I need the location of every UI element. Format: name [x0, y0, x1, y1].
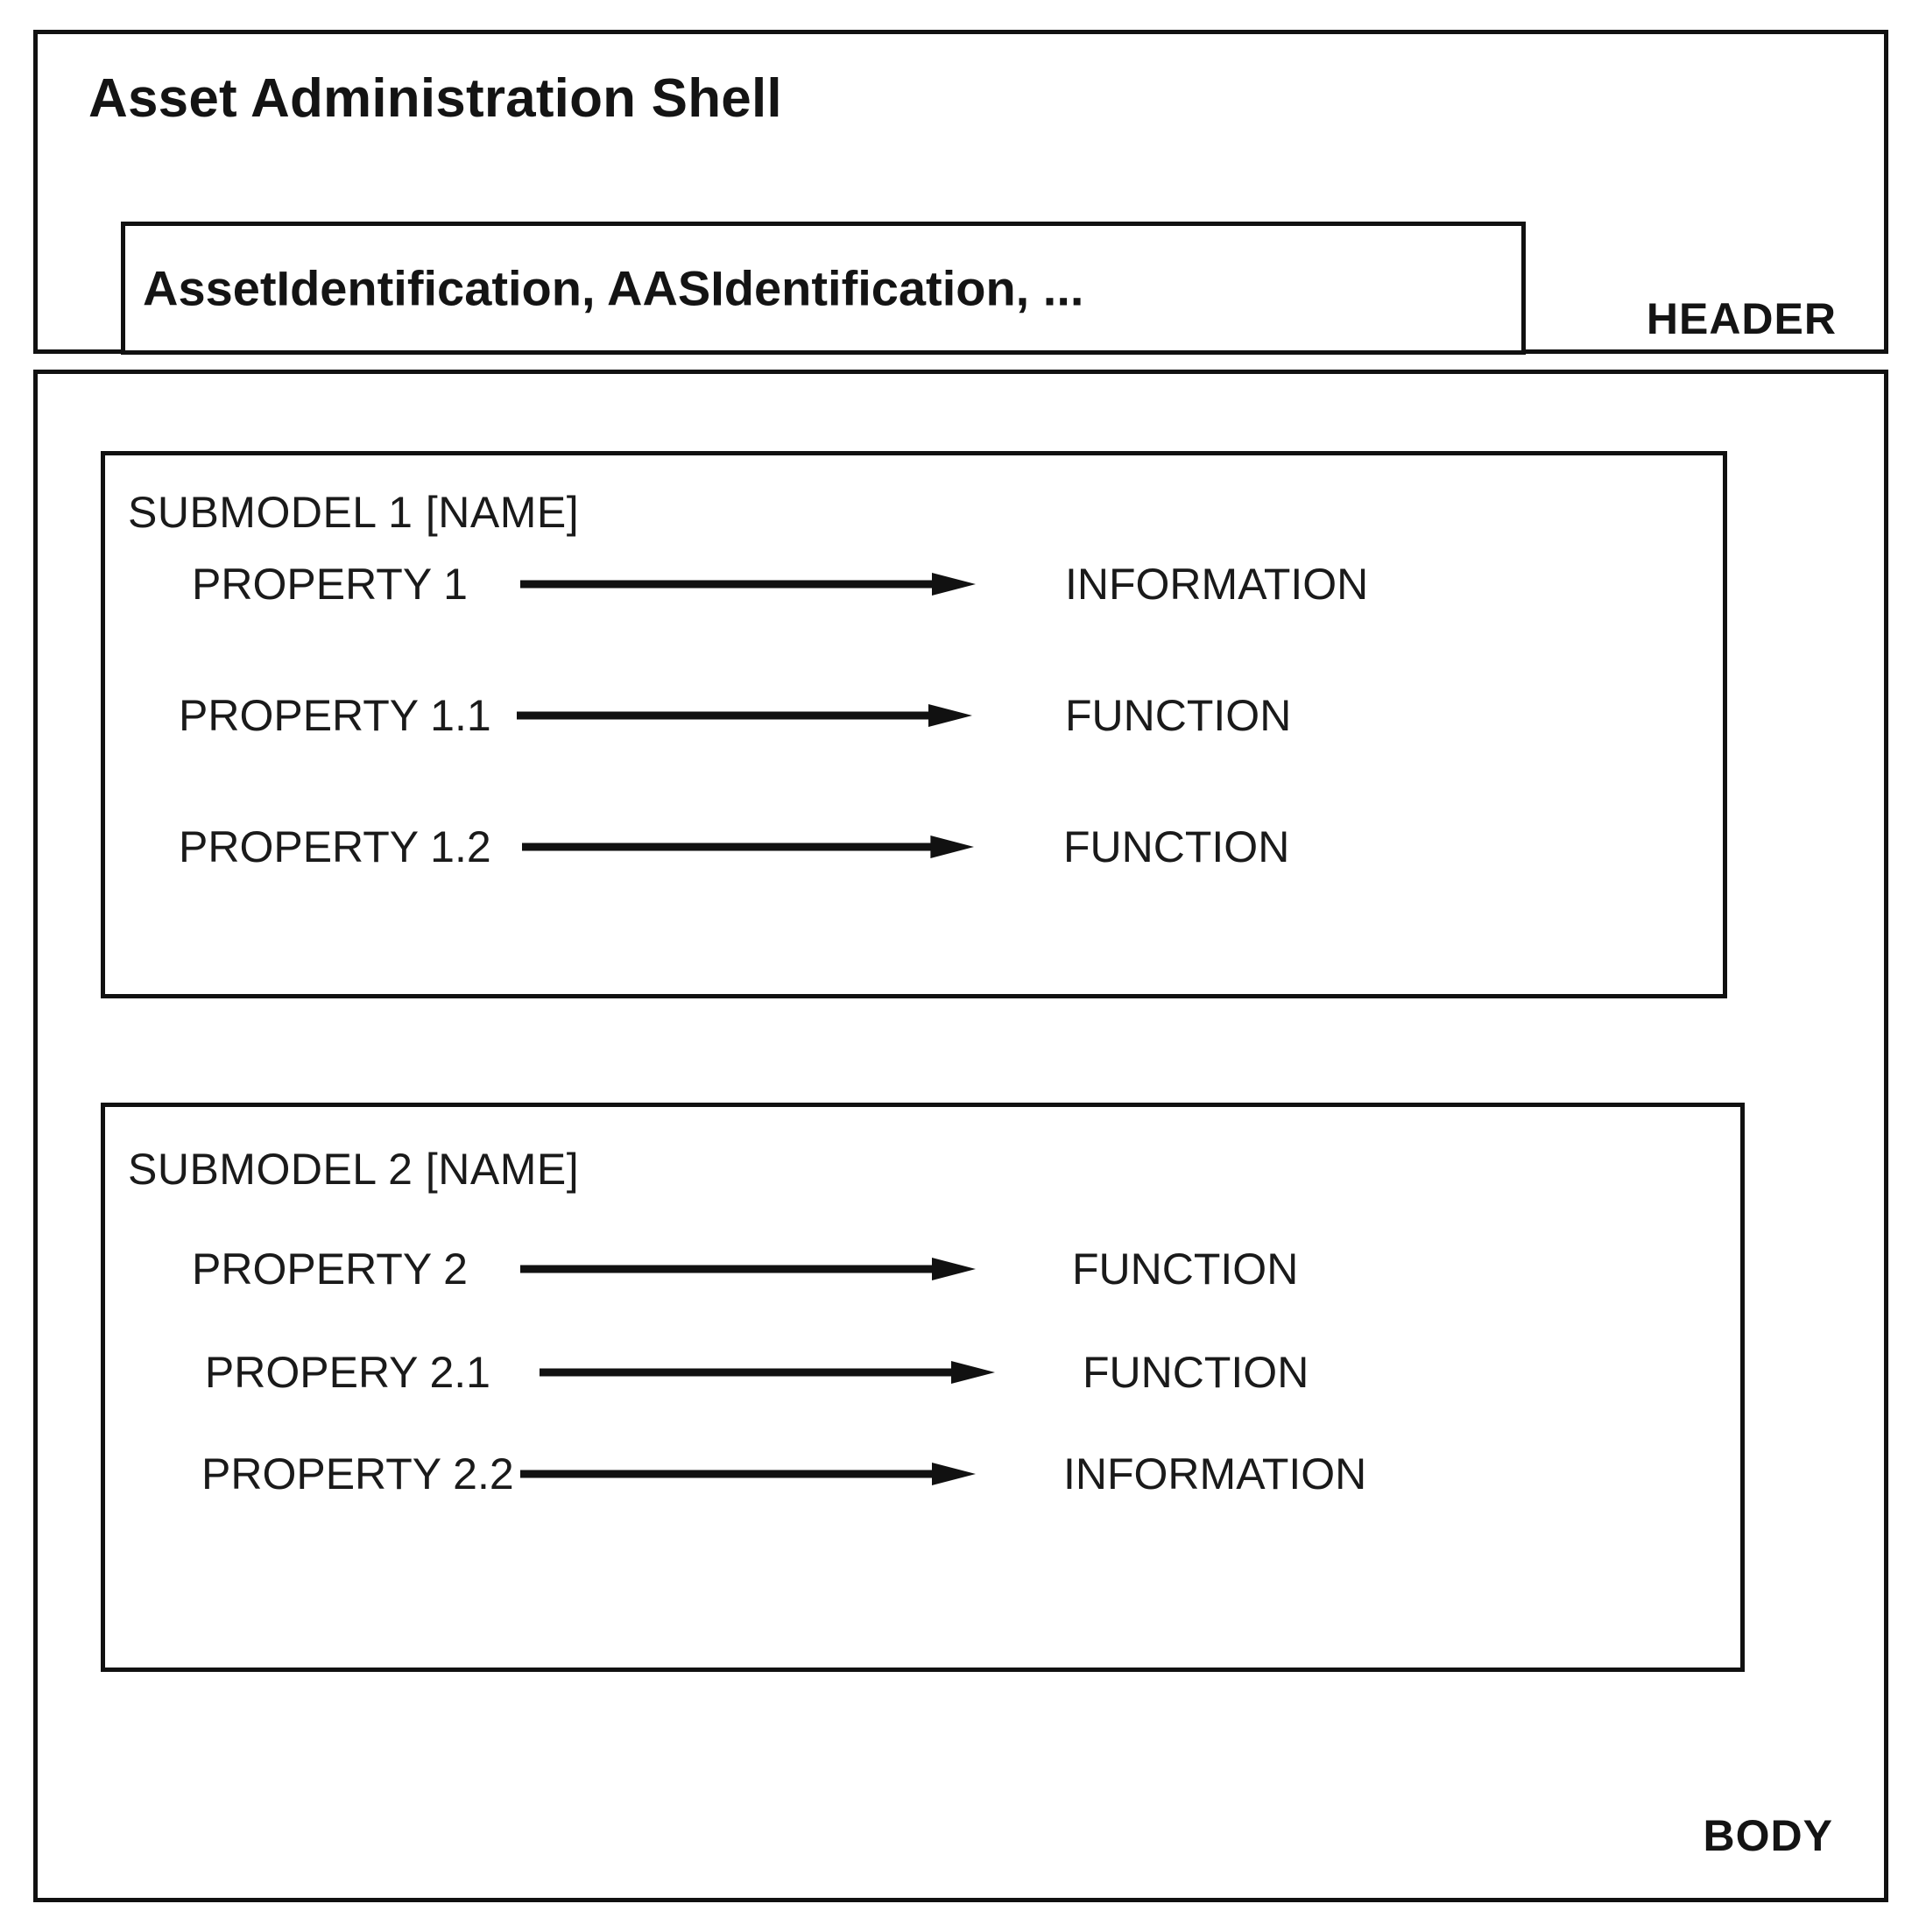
- property-row: PROPERTY 2 FUNCTION: [179, 1238, 1298, 1300]
- property-target-label: FUNCTION: [1063, 822, 1290, 871]
- identification-text: AssetIdentification, AASIdentification, …: [143, 260, 1084, 316]
- arrow-right-icon: [520, 1463, 976, 1485]
- property-label: PROPERTY 1.1: [179, 691, 491, 740]
- header-section: Asset Administration Shell AssetIdentifi…: [33, 30, 1888, 355]
- property-label: PROPERTY 1.2: [179, 822, 491, 871]
- property-target-label: FUNCTION: [1065, 691, 1292, 740]
- arrow-right-icon: [520, 573, 976, 596]
- property-row: PROPERTY 1 INFORMATION: [179, 554, 1368, 615]
- arrow-right-icon: [517, 704, 972, 727]
- property-target-label: FUNCTION: [1072, 1245, 1299, 1294]
- submodel-box: SUBMODEL 1 [NAME] PROPERTY 1 INFORMATION…: [101, 451, 1727, 998]
- property-row: PROPERTY 1.2 FUNCTION: [179, 816, 1289, 878]
- property-label: PROPERY 2.1: [204, 1348, 490, 1397]
- aas-title: Asset Administration Shell: [88, 68, 782, 129]
- submodel-title: SUBMODEL 1 [NAME]: [128, 488, 580, 537]
- property-target-label: FUNCTION: [1083, 1348, 1309, 1397]
- property-target-label: INFORMATION: [1063, 1449, 1367, 1498]
- property-row: PROPERTY 2.2 INFORMATION: [201, 1443, 1366, 1505]
- property-row: PROPERY 2.1 FUNCTION: [201, 1342, 1309, 1403]
- property-label: PROPERTY 2.2: [201, 1449, 514, 1498]
- header-section-label: HEADER: [1646, 294, 1837, 343]
- body-section-label: BODY: [1703, 1811, 1833, 1860]
- property-label: PROPERTY 2: [192, 1245, 468, 1294]
- arrow-right-icon: [520, 1258, 976, 1280]
- property-target-label: INFORMATION: [1065, 560, 1369, 609]
- property-row: PROPERTY 1.1 FUNCTION: [179, 685, 1291, 746]
- submodel-box: SUBMODEL 2 [NAME] PROPERTY 2 FUNCTION PR…: [101, 1103, 1745, 1672]
- property-label: PROPERTY 1: [192, 560, 468, 609]
- submodel-title: SUBMODEL 2 [NAME]: [128, 1145, 580, 1194]
- arrow-right-icon: [522, 836, 974, 858]
- arrow-right-icon: [540, 1361, 995, 1384]
- identification-box: AssetIdentification, AASIdentification, …: [121, 222, 1526, 355]
- body-section: SUBMODEL 1 [NAME] PROPERTY 1 INFORMATION…: [33, 370, 1888, 1902]
